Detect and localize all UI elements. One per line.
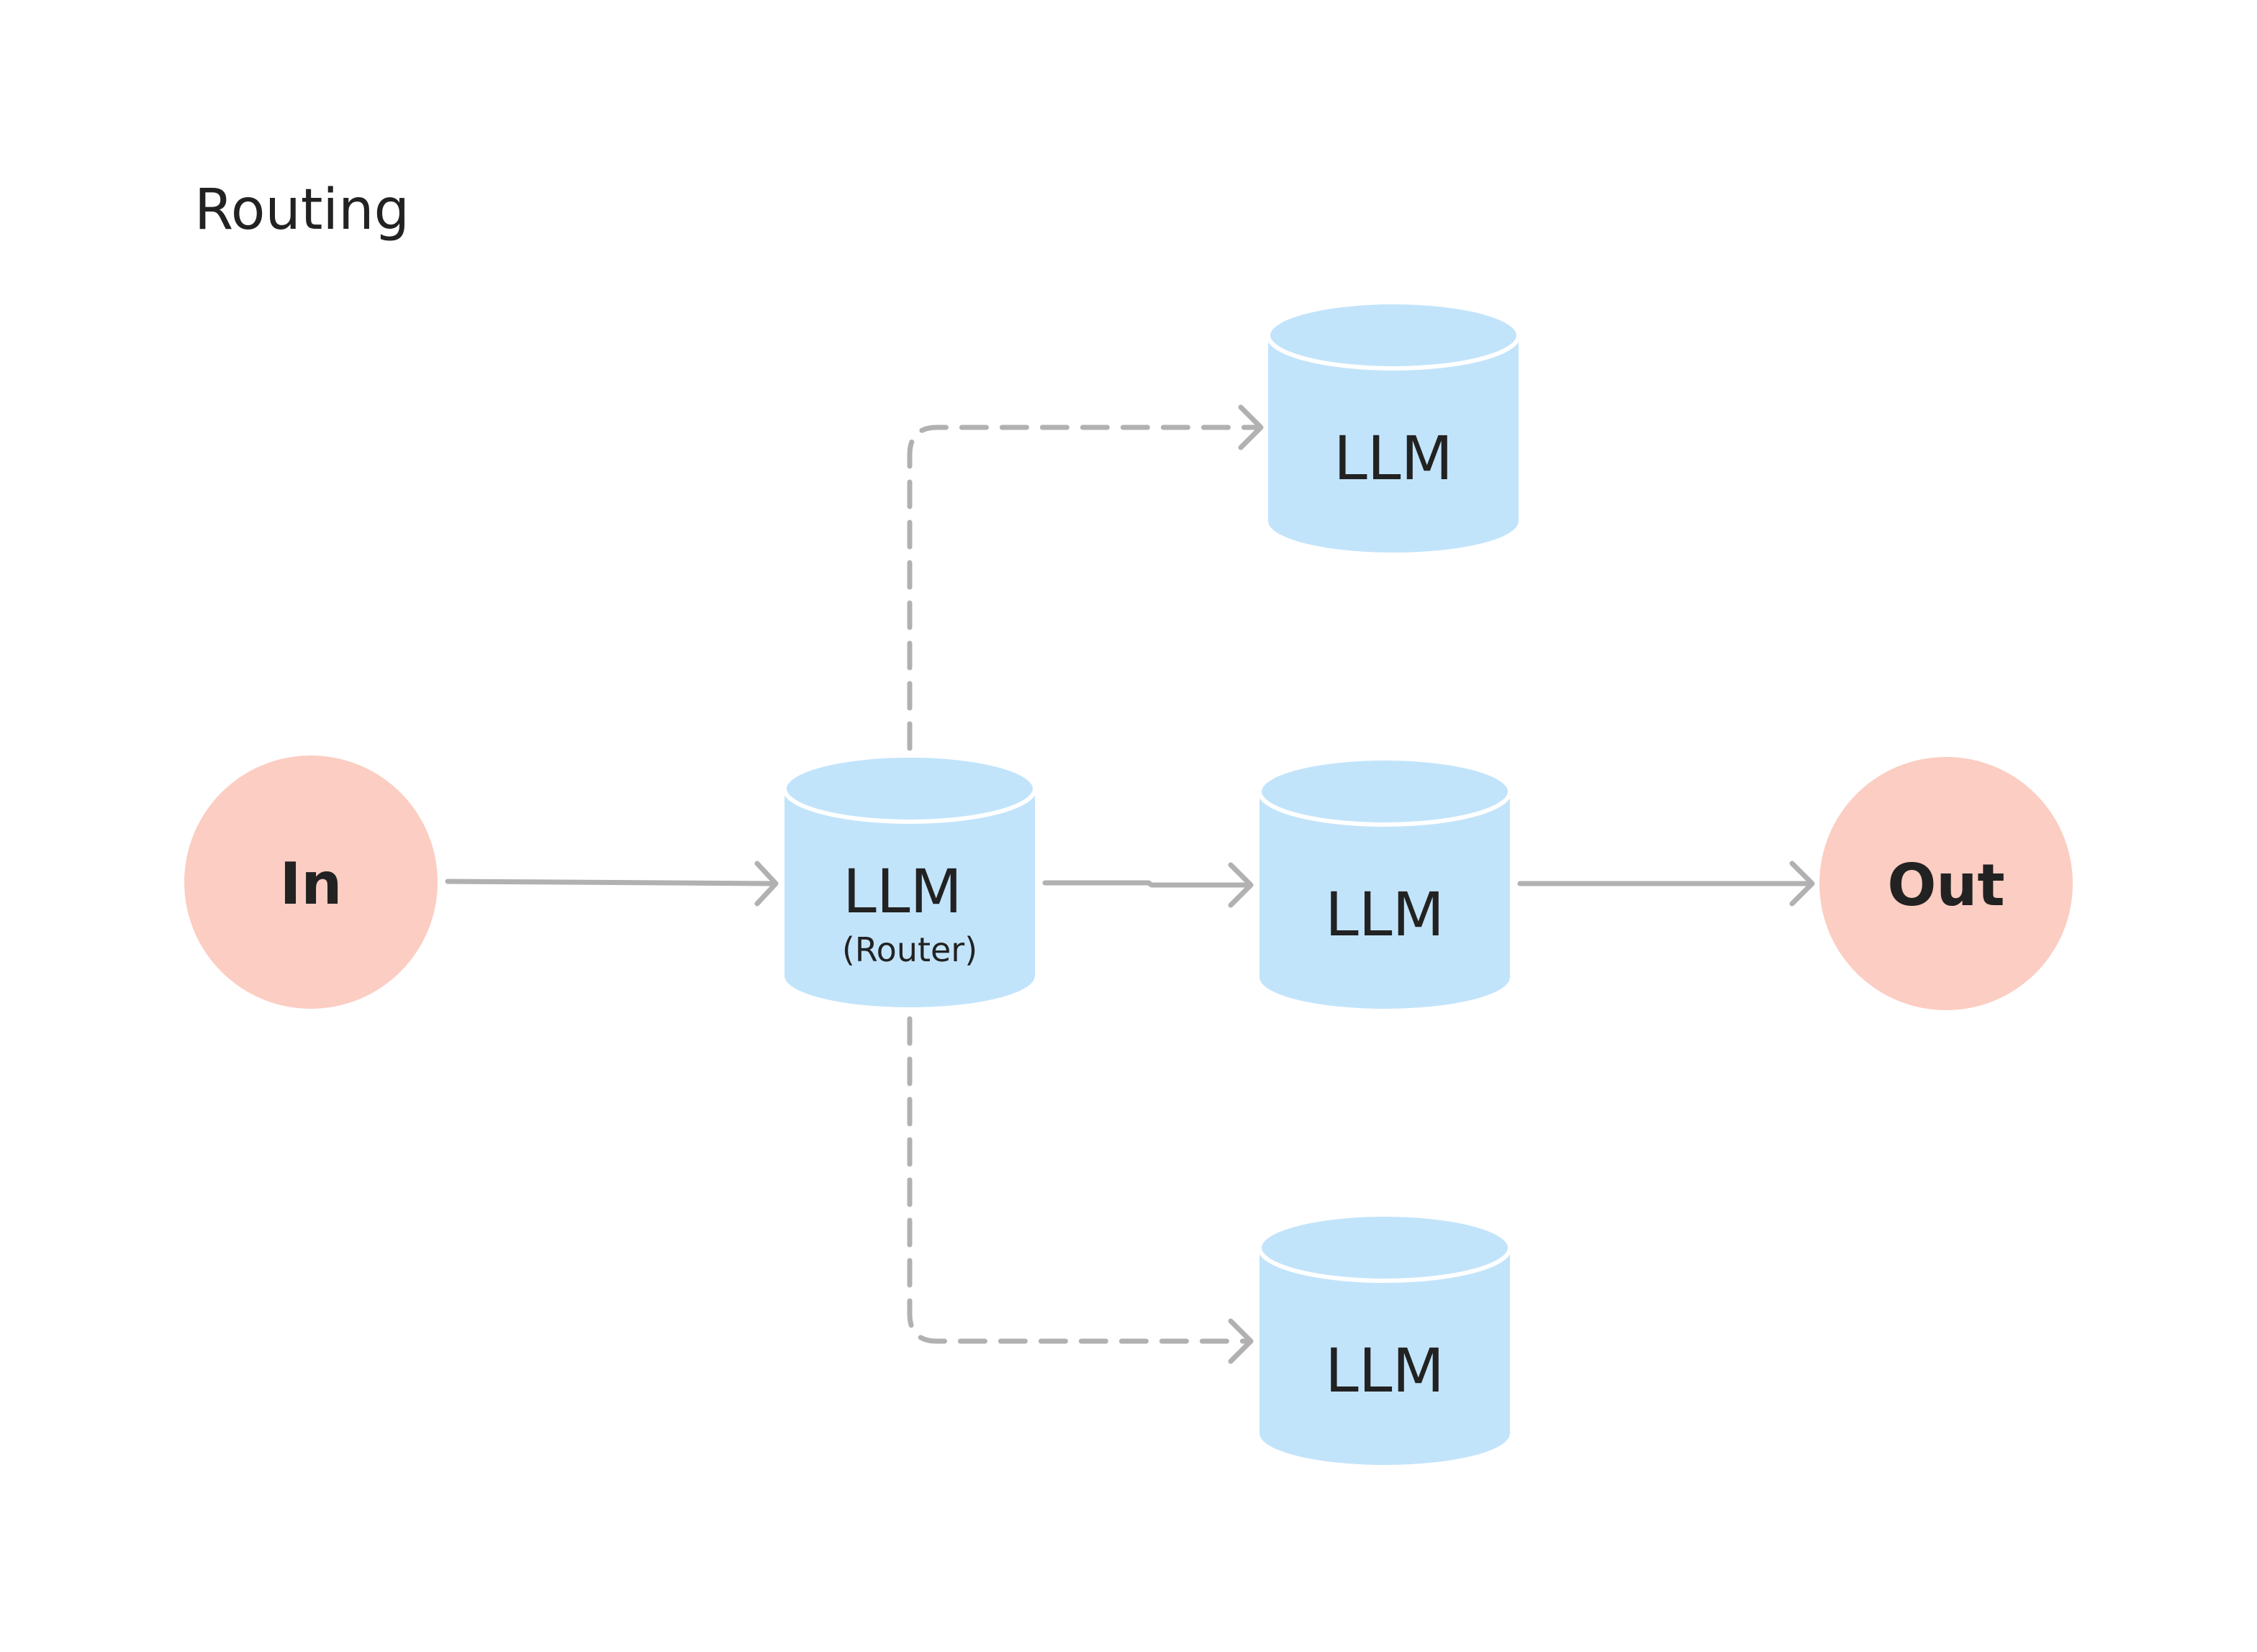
arrowhead: [1228, 862, 1254, 908]
cylinder-top: [1257, 1212, 1512, 1283]
output-label: Out: [1887, 852, 2004, 919]
input-circle: [184, 755, 438, 1009]
llm-middle-label: LLM: [1325, 879, 1444, 950]
edge-router-to-bottom-llm: [907, 1016, 1254, 1364]
arrowhead: [1238, 404, 1264, 450]
node-llm-middle: LLM: [1257, 756, 1512, 1009]
edge-in-to-router: [445, 861, 779, 907]
cylinder-top: [782, 753, 1037, 824]
router-label: LLM: [843, 856, 962, 927]
cylinder-top: [1257, 756, 1512, 827]
edge-line: [907, 1016, 1250, 1344]
edge-router-to-top-llm: [907, 404, 1264, 751]
edge-line: [907, 425, 1259, 751]
edge-line: [1042, 880, 1250, 888]
connectors: [445, 404, 1815, 1364]
cylinder-body: [784, 789, 1035, 1007]
arrowhead: [1228, 1318, 1254, 1364]
edge-router-to-middle-llm: [1042, 862, 1254, 908]
cylinder-body: [1259, 791, 1510, 1009]
cylinder-body: [1259, 1248, 1510, 1465]
arrowhead: [754, 861, 779, 907]
edge-middle-llm-to-out: [1517, 861, 1815, 907]
diagram-title: Routing: [194, 178, 410, 242]
edge-line: [445, 879, 776, 886]
node-router: LLM (Router): [782, 753, 1037, 1007]
llm-top-label: LLM: [1334, 423, 1453, 494]
cylinder-top: [1266, 300, 1521, 371]
node-llm-bottom: LLM: [1257, 1212, 1512, 1465]
router-sublabel: (Router): [842, 930, 977, 969]
node-llm-top: LLM: [1266, 300, 1521, 553]
output-circle: [1819, 757, 2073, 1010]
node-input: In: [184, 755, 438, 1009]
input-label: In: [280, 850, 343, 917]
llm-bottom-label: LLM: [1325, 1335, 1444, 1406]
arrowhead: [1789, 861, 1815, 907]
node-output: Out: [1819, 757, 2073, 1010]
cylinder-body: [1268, 335, 1519, 553]
